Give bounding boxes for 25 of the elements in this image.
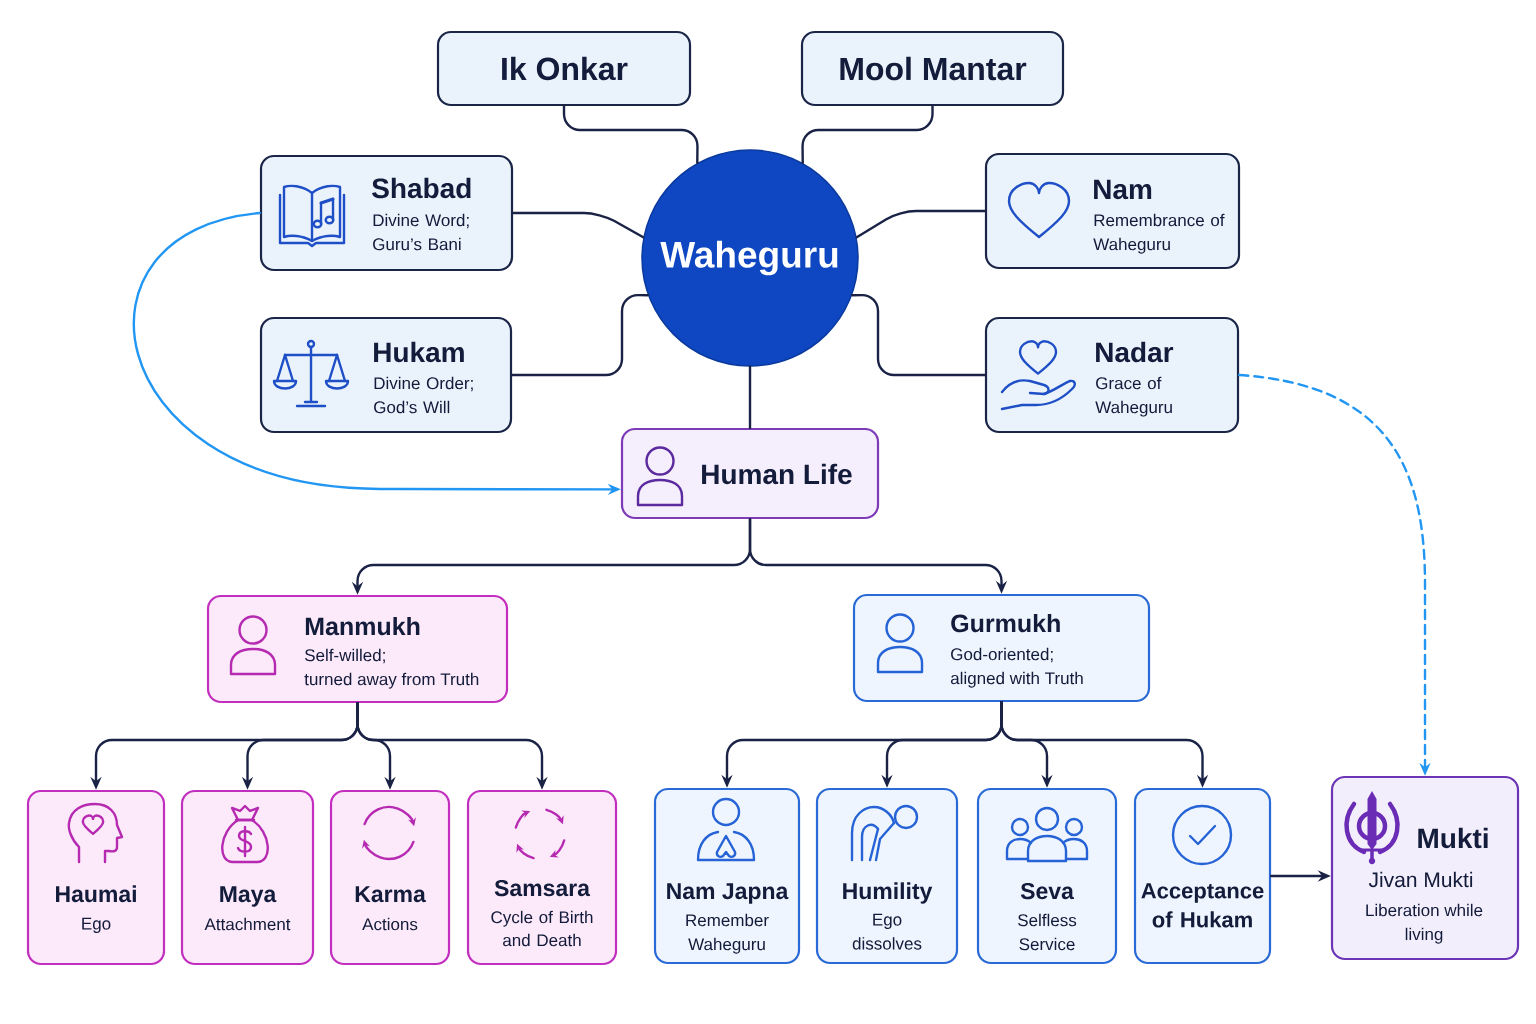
connector-line xyxy=(562,104,699,165)
concept-box: Karma Actions xyxy=(329,789,451,966)
concept-box: Shabad Divine Word; Guru’s Bani xyxy=(259,154,514,272)
concept-box: Nam Remembrance of Waheguru xyxy=(984,152,1241,270)
connector-line xyxy=(510,293,650,377)
concept-box: Human Life xyxy=(620,427,880,520)
concept-box: Mukti Jivan Mukti Liberation while living xyxy=(1330,775,1520,961)
connector-line xyxy=(748,365,752,430)
connector-line xyxy=(851,293,987,377)
concept-box: Acceptance of Hukam xyxy=(1133,787,1272,965)
concept-box: Samsara Cycle of Birth and Death xyxy=(466,789,618,966)
concept-box: Ik Onkar xyxy=(436,30,692,107)
concept-box: Gurmukh God-oriented; aligned with Truth xyxy=(852,593,1151,703)
concept-box: Maya Attachment xyxy=(180,789,315,966)
concept-box: Haumai Ego xyxy=(26,789,166,966)
connector-line xyxy=(511,211,645,239)
concept-box: Mool Mantar xyxy=(800,30,1065,107)
concept-box: Nadar Grace of Waheguru xyxy=(984,316,1240,434)
concept-box: Hukam Divine Order; God’s Will xyxy=(259,316,513,434)
connector-line xyxy=(801,104,934,165)
connector-line xyxy=(855,209,987,239)
concept-box: Manmukh Self-willed; turned away from Truth xyxy=(206,594,509,704)
concept-box: Nam Japna Remember Waheguru xyxy=(653,787,801,965)
concept-box: Humility Ego dissolves xyxy=(815,787,959,965)
concept-box: Seva Selfless Service xyxy=(976,787,1118,965)
